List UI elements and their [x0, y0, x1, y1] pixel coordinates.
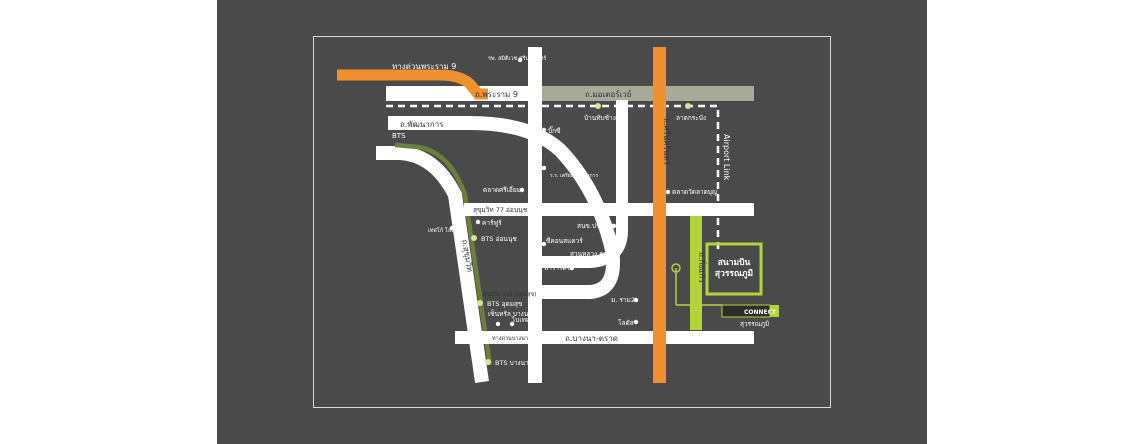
bts-bangna-label: BTS บางนา — [495, 359, 529, 367]
sukhumvit-road — [376, 146, 489, 384]
bangna-trat-road — [455, 331, 754, 344]
sukhumvit77-label: สุขุมวิท 77 อ่อนนุช — [473, 206, 528, 214]
lotus-label: เทสโก้ โลตัส — [428, 226, 459, 234]
hospital-dot — [517, 57, 523, 63]
big-c-label: บิ๊กซี — [548, 126, 561, 135]
sukhumvit77-road — [464, 203, 754, 216]
bitec-dot — [509, 321, 515, 327]
hospital-label: รพ. สมิติเวช ศรีนครินทร์ — [488, 55, 546, 62]
kingkaew-label: ถ.กิ่งแก้ว — [697, 252, 708, 283]
bts-onnut-dot — [471, 235, 477, 241]
srinakarin-label: ถ.ศรีนครินทร์ — [662, 118, 672, 166]
connect-sub: สุวรรณภูมิ — [740, 320, 769, 328]
rama9-label: ถ.พระราม 9 — [475, 90, 518, 99]
inner-road — [542, 100, 628, 268]
big-c-dot — [541, 127, 547, 133]
rama9-road — [386, 86, 540, 101]
kingkaew-market-dot — [541, 165, 547, 171]
bts-bangna-dot — [485, 359, 491, 365]
bts-onnut-label: BTS อ่อนนุช — [481, 235, 517, 243]
suan-luang-dot — [603, 251, 609, 257]
lotus-dot — [449, 225, 455, 231]
connect-brand: CONNECT — [744, 309, 777, 316]
paradise-dot — [569, 265, 575, 271]
sri-iam-dot — [519, 187, 525, 193]
connector-node — [671, 263, 681, 273]
bts-udomsuk-dot — [477, 300, 483, 306]
bts-line — [394, 142, 493, 366]
ban-thap-chang-dot — [595, 103, 601, 109]
kingkaew-expressway — [653, 47, 666, 383]
central-bangna-dot — [495, 321, 501, 327]
map-frame — [313, 36, 831, 408]
ban-thap-chang-label: บ้านทับช้าง — [584, 114, 616, 122]
lotus2-dot — [633, 319, 639, 325]
carrefour-label: คาร์ฟูร์ — [482, 219, 502, 227]
phatthanakan-label: ถ.พัฒนาการ — [400, 120, 444, 129]
central-bangna-label: เซ็นทรัล บางนา — [488, 309, 532, 318]
bangna-expressway-label: ทางด่วนบางนา — [492, 336, 528, 342]
airport-name-2: สุวรรณภูมิ — [715, 268, 753, 279]
airport-box — [705, 242, 763, 296]
sor-por-wet-dot — [611, 223, 617, 229]
kingkaew-market-label: ร.ร. เตรียม พัฒนาการ — [550, 172, 598, 179]
airport-road — [690, 216, 702, 330]
bitec-label: ไบเทค — [511, 316, 530, 324]
phatthanakan-road — [388, 116, 620, 299]
bangna-trat-label: ถ.บางนา-ตราด — [565, 334, 618, 343]
paradise-label: พาราไดซ์ — [544, 264, 572, 272]
map-background — [217, 0, 927, 444]
lat-krabang-dot — [685, 103, 691, 109]
sor-por-wet-label: สนข.ประเวศ — [577, 222, 614, 230]
seacon-dot — [541, 241, 547, 247]
suan-luang-label: สวนหลวง ร.9 — [570, 250, 609, 258]
connect-logo-accent — [770, 305, 779, 317]
ram2-label: ม. ราม2 — [611, 296, 635, 304]
lat-krabang-bunyu-dot — [665, 189, 671, 195]
bts-label: BTS — [392, 132, 406, 140]
motorway-road — [540, 86, 754, 101]
carrefour-dot — [475, 219, 481, 225]
airport-link-line — [386, 104, 720, 250]
rama9-expressway-label: ทางด่วนพระราม 9 — [392, 62, 456, 71]
motorway-label: ถ.มอเตอร์เวย์ — [585, 89, 631, 99]
airport-link-label: Airport Link — [722, 134, 731, 181]
bts-udomsuk-label: BTS อุดมสุข — [487, 300, 522, 308]
lat-krabang-bunyu-label: ตลาดวัดลาดบุญ — [672, 188, 718, 196]
sukhumvit103-label: สุขุมวิท 103 (อุดมสุข) — [483, 291, 536, 298]
sri-iam-label: ตลาดศรีเอี่ยม — [483, 185, 521, 194]
airport-name-1: สนามบิน — [718, 257, 751, 268]
lat-krabang-label: ลาดกระบัง — [676, 114, 706, 122]
rama9-expressway — [337, 69, 488, 100]
lotus2-label: โลตัส — [618, 319, 634, 327]
ram2-dot — [633, 297, 639, 303]
seacon-label: ซีคอนสแควร์ — [546, 237, 583, 245]
